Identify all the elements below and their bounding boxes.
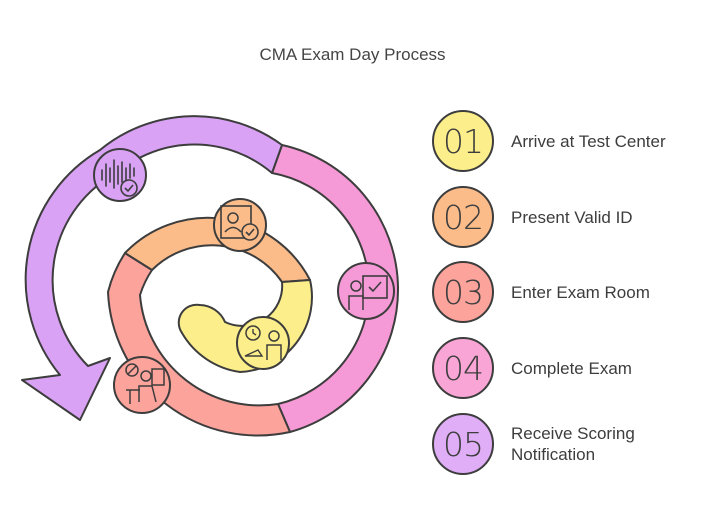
- step-label: Present Valid ID: [511, 207, 633, 227]
- step-label: Arrive at Test Center: [511, 131, 666, 151]
- person-desk-clock-icon: [236, 316, 290, 370]
- step-number: 01: [432, 110, 494, 172]
- step-number: 02: [432, 186, 494, 248]
- step-2: 02 Present Valid ID: [432, 184, 702, 250]
- step-number: 03: [432, 261, 494, 323]
- step-4: 04 Complete Exam: [432, 335, 702, 401]
- step-number: 04: [432, 337, 494, 399]
- step-label: Enter Exam Room: [511, 282, 650, 302]
- presenter-check-icon: [337, 262, 395, 320]
- step-number: 05: [432, 413, 494, 475]
- segment-receive-notification: [21, 115, 283, 421]
- step-1: 01 Arrive at Test Center: [432, 108, 702, 174]
- step-5: 05 Receive Scoring Notification: [432, 411, 702, 477]
- diagram-title: CMA Exam Day Process: [259, 45, 446, 64]
- sound-wave-check-icon: [93, 148, 147, 202]
- no-entry-desk-icon: [113, 356, 171, 414]
- step-label: Receive Scoring Notification: [511, 424, 635, 464]
- step-3: 03 Enter Exam Room: [432, 259, 702, 325]
- step-label: Complete Exam: [511, 358, 632, 378]
- id-scan-check-icon: [213, 198, 267, 252]
